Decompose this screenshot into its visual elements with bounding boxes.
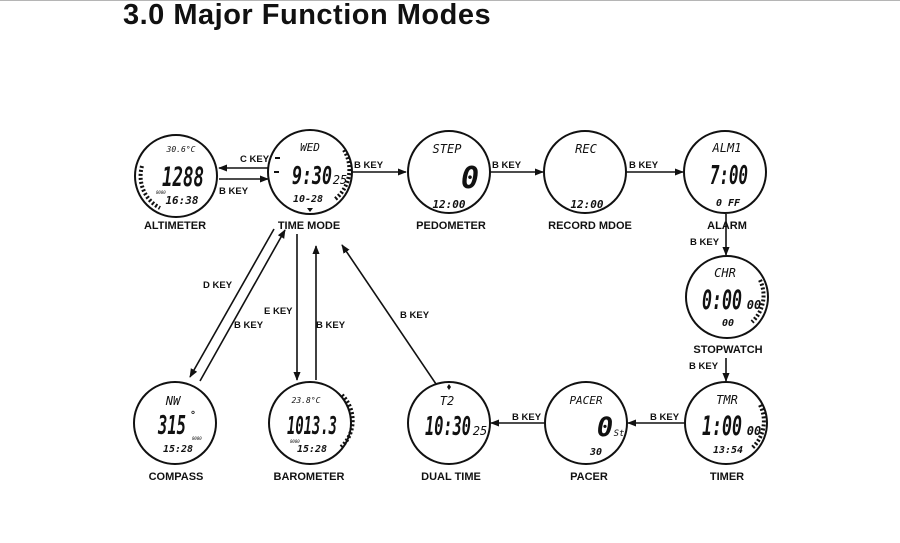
timer-scale <box>750 404 766 450</box>
compass-label: COMPASS <box>149 471 204 483</box>
compass-bezel <box>133 381 217 465</box>
timer-title: TMR <box>716 393 738 407</box>
time-mode-label: TIME MODE <box>278 220 340 232</box>
alarm-title: ALM1 <box>712 141 742 155</box>
record-mode-title: REC <box>575 142 597 156</box>
barometer-bezel <box>268 381 352 465</box>
stopwatch-label: STOPWATCH <box>693 344 762 356</box>
stopwatch-time: 0:00 <box>702 285 742 316</box>
top-rule <box>0 0 900 1</box>
time-mode-day: WED <box>300 141 320 154</box>
b-key-label-alarm: B KEY <box>629 160 659 171</box>
dual-time-seconds: 25 <box>473 424 487 438</box>
b-key-label-pacer: B KEY <box>650 412 680 423</box>
barometer-pressure: 1013.3 <box>287 411 337 440</box>
barometer-tag: 0000 <box>290 439 300 444</box>
altimeter-watch: 30.6°C 1288 0000 16:38 <box>134 134 218 218</box>
stopwatch-lap: 00 <box>722 318 734 329</box>
alarm-label: ALARM <box>707 220 747 232</box>
e-key-label: E KEY <box>264 306 293 317</box>
stopwatch-hundredths: 00 <box>747 298 761 312</box>
stopwatch-watch: CHR 0:00 00 00 <box>685 255 769 339</box>
b-key-label-stopwatch: B KEY <box>690 237 720 248</box>
pacer-label: PACER <box>570 471 608 483</box>
b-key-label-dual-to-time: B KEY <box>400 310 430 321</box>
pedometer-label: PEDOMETER <box>416 220 486 232</box>
compass-time: 15:28 <box>163 444 193 455</box>
pacer-count: 30 <box>589 447 602 458</box>
timer-time: 1:00 <box>702 411 742 442</box>
barometer-scale <box>338 393 355 450</box>
dual-time-watch: T2 10:30 25 <box>407 381 491 465</box>
barometer-temperature: 23.8°C <box>292 396 321 405</box>
arrow-dual-time-to-time <box>341 244 437 385</box>
timer-clock: 13:54 <box>713 445 743 456</box>
arrow-compass-to-time <box>199 229 286 382</box>
alarm-status: 0 FF <box>716 198 741 209</box>
page-title: 3.0 Major Function Modes <box>123 0 492 31</box>
altimeter-temperature: 30.6°C <box>166 145 196 154</box>
time-mode-indicator-icon <box>307 208 313 212</box>
b-key-label-compass: B KEY <box>234 320 264 331</box>
pacer-title: PACER <box>569 394 602 407</box>
stopwatch-title: CHR <box>714 266 736 280</box>
altimeter-time: 16:38 <box>165 194 198 207</box>
c-key-label: C KEY <box>240 154 270 165</box>
compass-direction: NW <box>165 394 182 408</box>
stopwatch-bezel <box>685 255 769 339</box>
dual-time-time: 10:30 <box>425 412 471 442</box>
dual-time-bezel <box>407 381 491 465</box>
alarm-bezel <box>683 130 767 214</box>
timer-seconds: 00 <box>747 424 761 438</box>
stopwatch-scale <box>750 279 766 324</box>
alarm-time: 7:00 <box>710 161 748 191</box>
record-mode-label: RECORD MDOE <box>548 220 632 232</box>
arrow-time-to-compass <box>189 228 275 378</box>
pedometer-steps: 0 <box>461 161 479 196</box>
altimeter-tag: 0000 <box>156 190 166 195</box>
time-mode-scale <box>332 148 352 202</box>
altimeter-altitude: 1288 <box>162 162 204 193</box>
b-key-label-record: B KEY <box>492 160 522 171</box>
pacer-watch: PACER 0 St 30 <box>544 381 628 465</box>
barometer-watch: 23.8°C 1013.3 0000 15:28 <box>268 381 355 465</box>
record-mode-time: 12:00 <box>570 198 603 211</box>
d-key-label: D KEY <box>203 280 233 291</box>
time-mode-watch: WED 9:30 25 10-28 <box>267 129 353 215</box>
b-key-label-altimeter: B KEY <box>219 186 249 197</box>
barometer-label: BAROMETER <box>274 471 345 483</box>
compass-tag: 0000 <box>192 436 202 441</box>
b-key-label-timer: B KEY <box>689 361 719 372</box>
time-mode-seconds: 25 <box>333 173 347 187</box>
pedometer-title: STEP <box>433 142 463 156</box>
time-mode-time: 9:30 <box>292 161 332 190</box>
timer-label: TIMER <box>710 471 744 483</box>
pacer-unit: St <box>614 429 625 439</box>
time-mode-date: 10-28 <box>293 194 323 205</box>
b-key-label-pedometer: B KEY <box>354 160 384 171</box>
altimeter-scale <box>138 165 161 210</box>
barometer-time: 15:28 <box>297 444 327 455</box>
timer-watch: TMR 1:00 00 13:54 <box>684 381 768 465</box>
pedometer-watch: STEP 0 12:00 <box>407 130 491 214</box>
altimeter-bezel <box>134 134 218 218</box>
altimeter-label: ALTIMETER <box>144 220 206 232</box>
pedometer-time: 12:00 <box>432 198 465 211</box>
dual-time-title: T2 <box>440 394 454 408</box>
b-key-label-dual-time: B KEY <box>512 412 542 423</box>
pacer-rate: 0 <box>597 412 613 443</box>
record-mode-watch: REC 12:00 <box>543 130 627 214</box>
alarm-watch: ALM1 7:00 0 FF <box>683 130 767 214</box>
b-key-label-barometer: B KEY <box>316 320 346 331</box>
compass-degree-icon: ° <box>190 410 196 421</box>
compass-heading: 315 <box>157 411 186 441</box>
dual-time-label: DUAL TIME <box>421 471 481 483</box>
compass-watch: NW 315 ° 0000 15:28 <box>133 381 217 465</box>
